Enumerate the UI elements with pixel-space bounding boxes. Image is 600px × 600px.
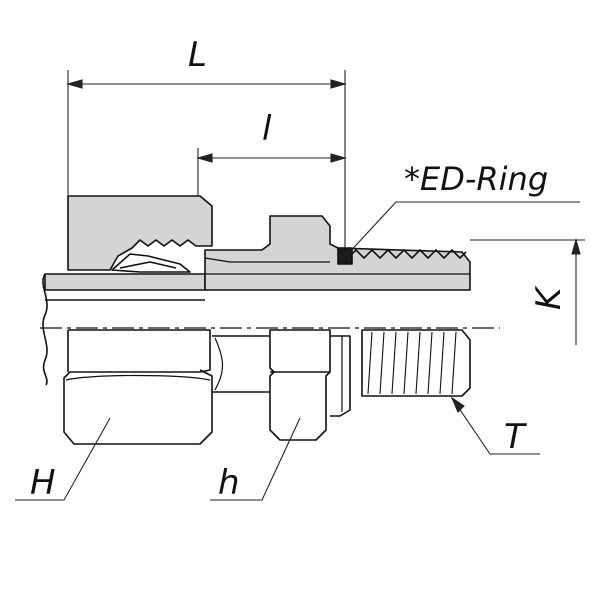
label-H: H: [30, 463, 56, 503]
tube-upper-wall: [44, 273, 206, 291]
body-hex-lower: [269, 329, 331, 441]
label-ed-ring: *ED-Ring: [404, 160, 548, 198]
label-h: h: [218, 463, 240, 503]
fitting-section-view: [40, 195, 500, 445]
tube-break-left: [42, 273, 48, 386]
male-thread-lower: [361, 329, 471, 397]
ed-ring-leader: [345, 201, 580, 257]
body-hex-leader: [210, 417, 301, 501]
nut-hex-leader: [15, 417, 111, 501]
thread-leader: [451, 397, 540, 455]
male-thread-upper: [347, 249, 467, 259]
label-K: K: [529, 285, 569, 310]
label-l: l: [262, 109, 272, 149]
dimensions: [15, 70, 585, 501]
nut-hex-lower: [63, 329, 213, 445]
ed-ring-seal: [337, 247, 353, 265]
label-T: T: [504, 417, 527, 457]
label-L: L: [188, 35, 207, 75]
nut-section: [67, 195, 213, 271]
